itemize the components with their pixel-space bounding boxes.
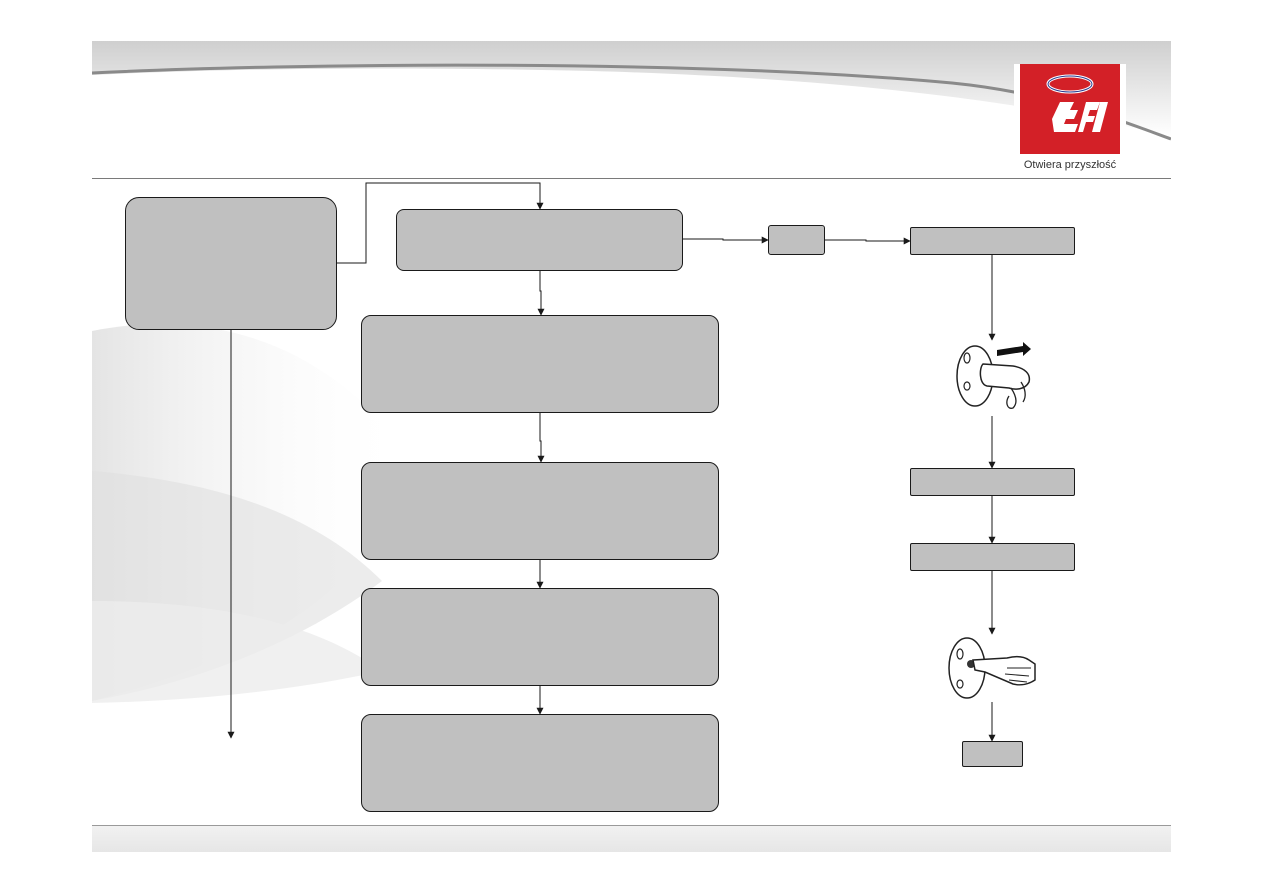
finger-press-illustration [945, 634, 1040, 702]
right-box-2 [910, 468, 1075, 496]
header-separator [92, 178, 1171, 179]
logo-mark-icon [1046, 74, 1108, 132]
step-box-3 [361, 462, 719, 560]
finger-press-button-icon [948, 637, 1036, 699]
hand-press-arrow-illustration [953, 336, 1033, 416]
end-box [962, 741, 1023, 767]
step-box-4 [361, 588, 719, 686]
slide-decoration [92, 41, 1171, 852]
logo-tagline: Otwiera przyszłość [1023, 159, 1117, 171]
logo-red-square [1020, 64, 1120, 154]
step-box-1 [396, 209, 683, 271]
step-box-2 [361, 315, 719, 413]
right-box-1 [910, 227, 1075, 255]
footer-separator [92, 825, 1171, 826]
hand-press-arrow-icon [956, 342, 1031, 409]
start-box [125, 197, 337, 330]
small-box [768, 225, 825, 255]
bfi-logo: Otwiera przyszłość [1014, 64, 1126, 176]
right-box-3 [910, 543, 1075, 571]
step-box-5 [361, 714, 719, 812]
